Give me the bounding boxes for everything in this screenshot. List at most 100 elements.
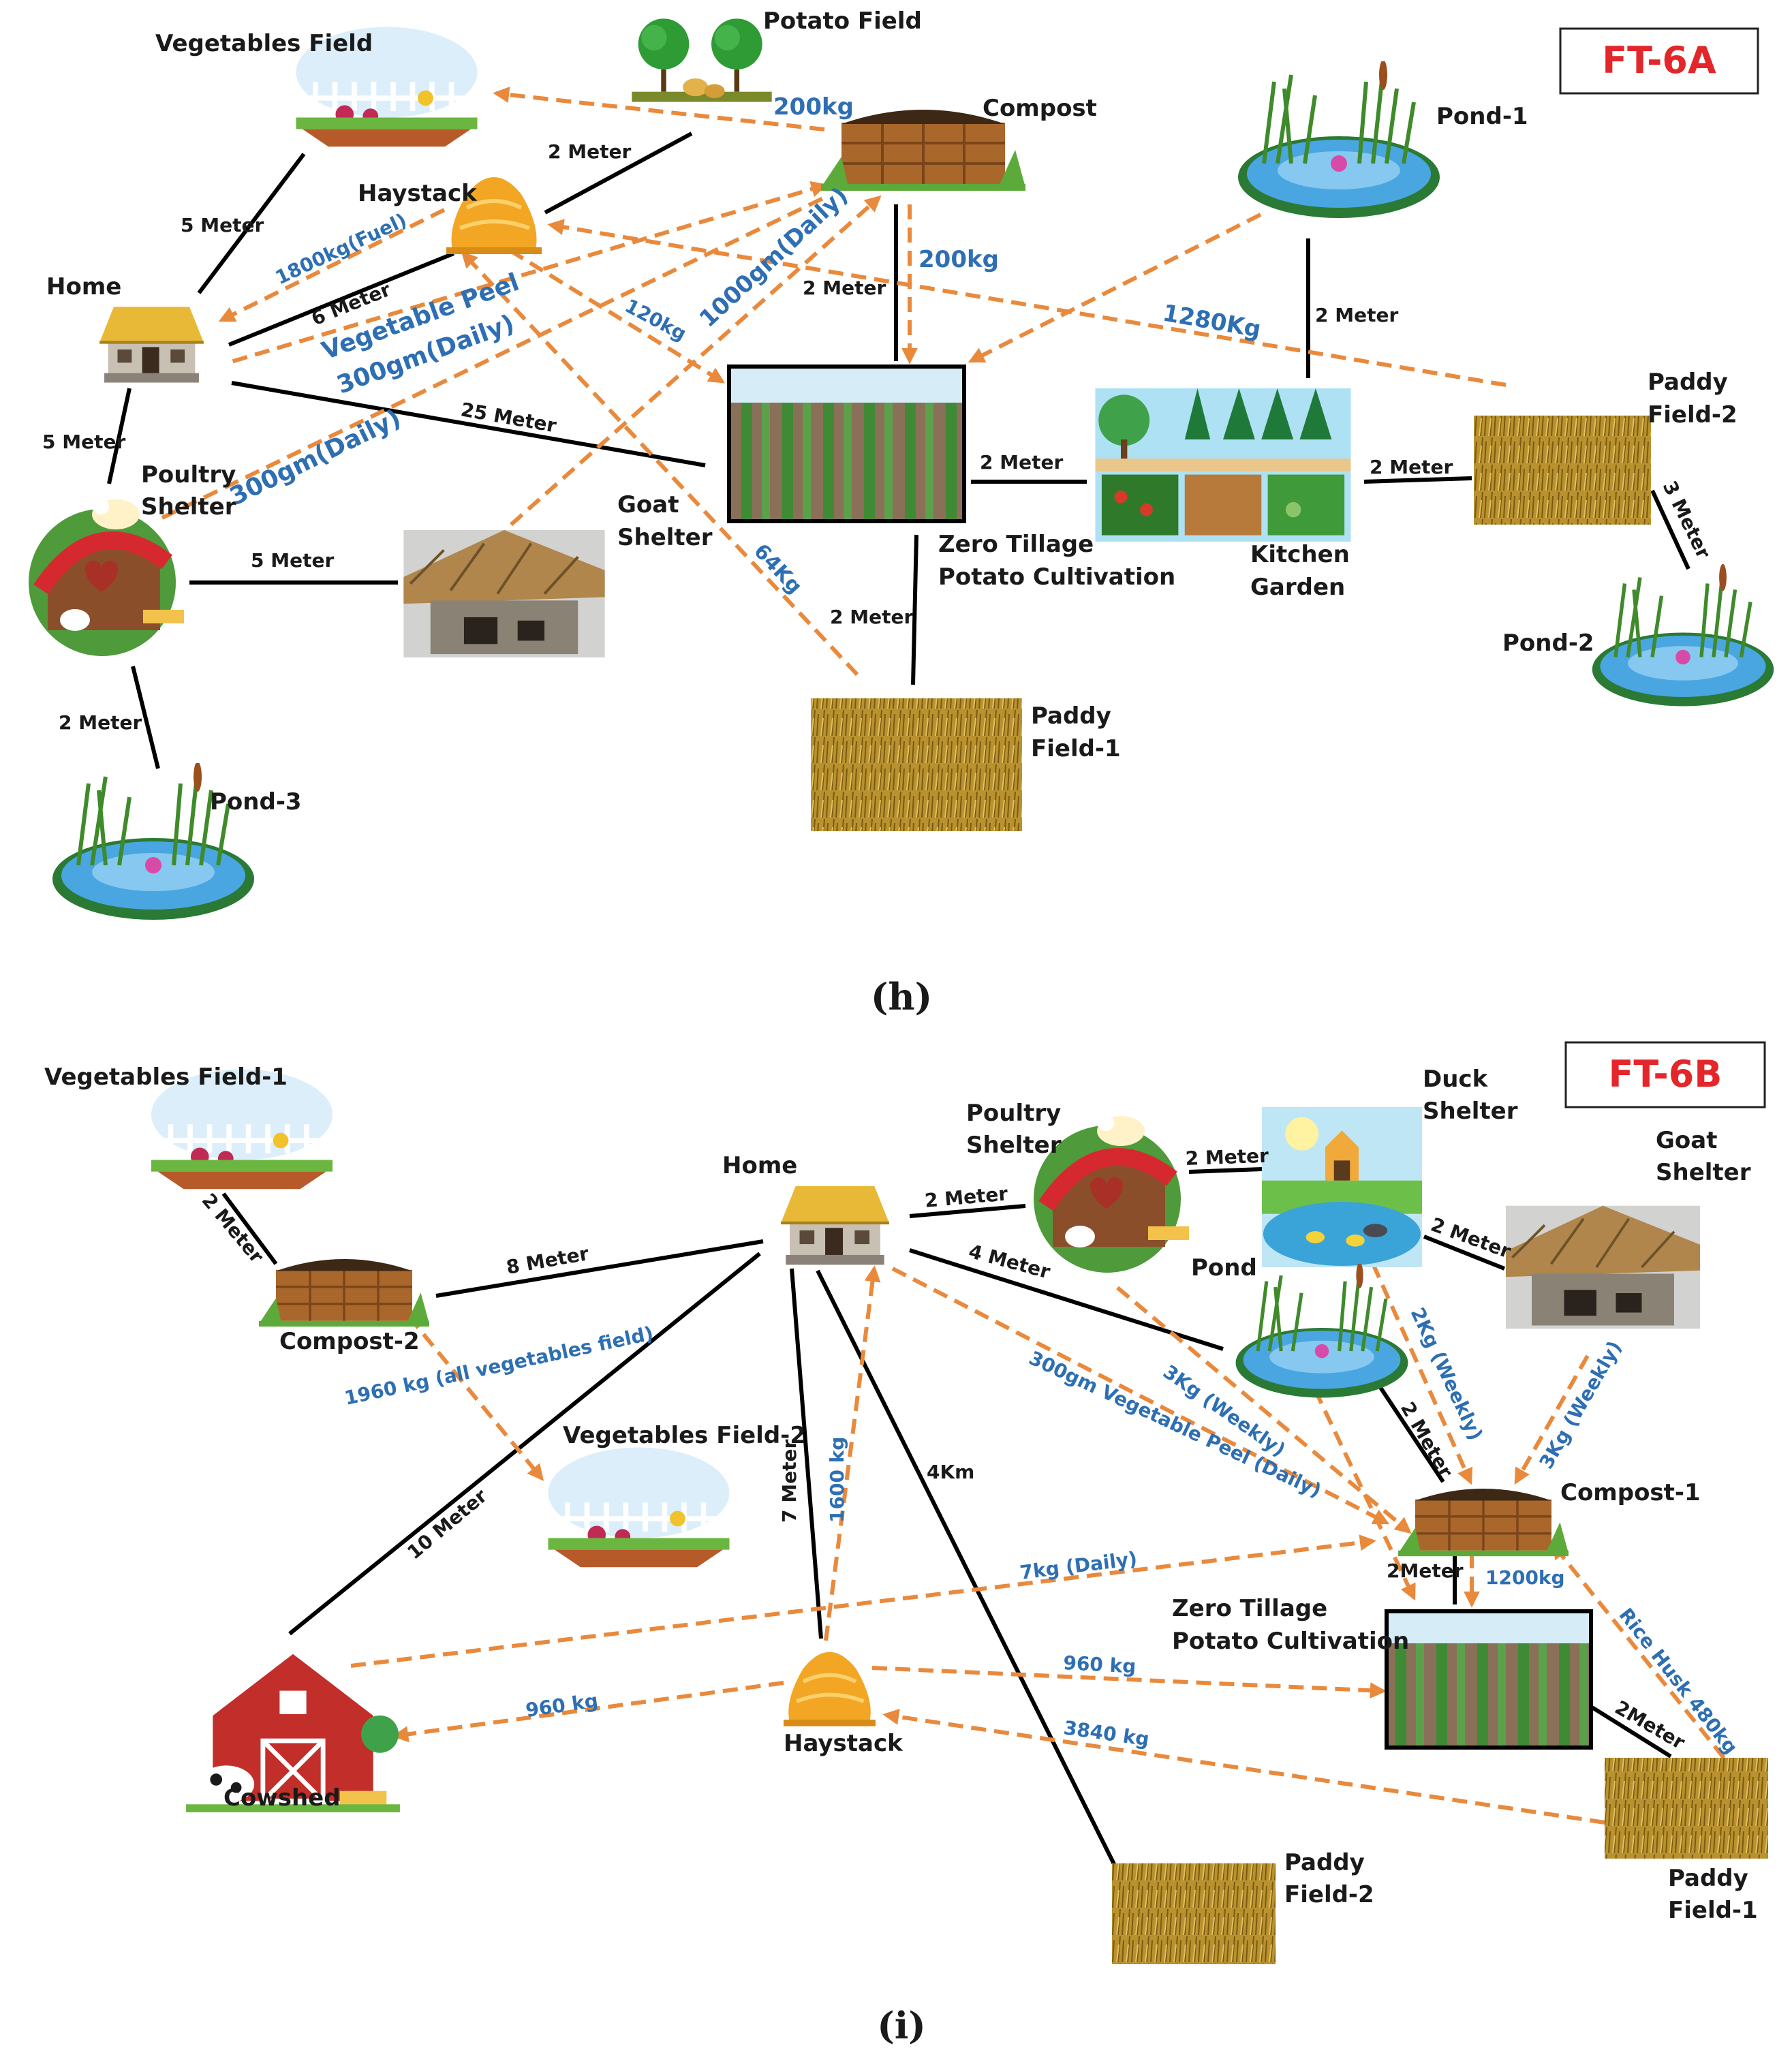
- label-paddy1-line2: Field-1: [1031, 735, 1121, 762]
- label-pond-b: Pond: [1191, 1254, 1257, 1282]
- line-home-cowshed: [288, 1252, 761, 1636]
- dist-veg1-compost2: 2 Meter: [198, 1189, 268, 1267]
- kitchen-garden-icon: [1095, 388, 1351, 542]
- panel-b: FT-6B Vegetables Field-1 Compost-2 Home …: [44, 1041, 1768, 2047]
- flow-label-goat-compost: 1000gm(Daily): [694, 182, 854, 333]
- flow-haystack-zt: [871, 1666, 1387, 1699]
- dist-home-paddy2: 4Km: [927, 1461, 974, 1483]
- flow-goat-compost: [510, 195, 882, 527]
- potato-field-icon: [632, 18, 771, 102]
- label-zt-line1: Zero Tillage: [938, 531, 1094, 558]
- dist-home-cowshed: 10 Meter: [403, 1485, 491, 1564]
- line-zt-paddy1: [1590, 1705, 1672, 1758]
- label-paddy2-line2: Field-2: [1648, 401, 1737, 429]
- flow-compost2-veg2: [407, 1315, 544, 1481]
- panel-b-node-labels: Vegetables Field-1 Compost-2 Home Poultr…: [44, 1064, 1758, 1924]
- flow-label-paddy1-haystack: 3840 kg: [1062, 1716, 1151, 1750]
- paddy-field-2-b-icon: [1112, 1863, 1276, 1964]
- flow-pond-zt: [1313, 1389, 1416, 1601]
- label-poultry-b-line2: Shelter: [966, 1132, 1062, 1159]
- flow-duck-compost1: [1371, 1262, 1473, 1485]
- line-pond-compost1: [1371, 1375, 1445, 1483]
- flow-label-haystack-home: 1800kg(Fuel): [272, 208, 410, 289]
- flow-label-haystack-zt: 120kg: [621, 294, 690, 345]
- flow-arrows-b: [350, 1262, 1726, 1825]
- label-duck-line1: Duck: [1423, 1066, 1489, 1093]
- paddy-field-2-icon: [1474, 416, 1651, 525]
- dist-home-vegfield: 5 Meter: [181, 214, 264, 236]
- line-home-poultry: [107, 388, 132, 484]
- dist-home-pond: 4 Meter: [966, 1240, 1053, 1284]
- goat-shelter-icon: [402, 530, 606, 657]
- flow-label-poultry-compost: 300gm(Daily): [226, 404, 405, 511]
- pond-2-icon: [1592, 564, 1774, 707]
- caption-h: (h): [871, 975, 932, 1019]
- label-vegetables-field-1: Vegetables Field-1: [44, 1064, 288, 1091]
- goat-shelter-b-icon: [1506, 1206, 1700, 1329]
- label-paddy2-b-line1: Paddy: [1284, 1849, 1365, 1876]
- line-poultry-pond3: [131, 666, 160, 769]
- line-home-vegfield: [197, 153, 306, 294]
- label-poultry-line2: Shelter: [141, 493, 236, 521]
- dist-pond-compost1: 2 Meter: [1396, 1398, 1457, 1482]
- dist-zt-kitchen: 2 Meter: [980, 451, 1063, 474]
- flow-goat-compost1: [1514, 1354, 1590, 1485]
- label-pond-1: Pond-1: [1436, 103, 1528, 130]
- label-paddy2-line1: Paddy: [1648, 369, 1728, 396]
- flow-poultry-compost: [161, 196, 826, 520]
- home-b-icon: [781, 1186, 889, 1265]
- dist-compost1-zt: 2Meter: [1387, 1560, 1464, 1582]
- label-kitchen-line2: Garden: [1250, 574, 1345, 601]
- haystack-b-icon: [784, 1652, 876, 1726]
- distance-lines: [107, 131, 1690, 769]
- flow-haystack-cowshed: [392, 1681, 784, 1743]
- label-compost-1: Compost-1: [1560, 1479, 1701, 1506]
- line-kitchen-paddy2: [1363, 476, 1472, 484]
- line-duck-goat: [1423, 1235, 1506, 1271]
- flow-label-haystack-home: 1600 kg: [826, 1437, 848, 1523]
- pond-b-icon: [1236, 1262, 1408, 1397]
- flow-label-goat-compost1: 3Kg (Weekly): [1534, 1337, 1626, 1472]
- flow-paddy1-haystack: [882, 1708, 1605, 1825]
- flow-label-haystack-cowshed: 960 kg: [524, 1689, 599, 1722]
- flow-label-haystack-zt: 960 kg: [1063, 1651, 1137, 1678]
- flow-poultry-compost1: [1116, 1286, 1412, 1534]
- flow-label-potato-compost: 200kg: [773, 93, 854, 121]
- line-home-haystack: [790, 1268, 823, 1639]
- flow-haystack-home: [218, 208, 446, 322]
- label-vegetables-field-2: Vegetables Field-2: [563, 1422, 806, 1449]
- label-poultry-b-line1: Poultry: [966, 1100, 1061, 1127]
- flow-haystack-zt: [489, 236, 726, 384]
- label-duck-line2: Shelter: [1423, 1098, 1518, 1125]
- label-paddy1-line1: Paddy: [1031, 702, 1111, 730]
- label-zt-b-line2: Potato Cultivation: [1172, 1628, 1409, 1655]
- label-goat-b-line1: Goat: [1656, 1127, 1717, 1154]
- line-home-haystack: [228, 251, 455, 347]
- dist-zt-paddy1: 2 Meter: [830, 606, 913, 628]
- dist-poultry-goat: 5 Meter: [251, 549, 334, 572]
- line-haystack-compost: [544, 131, 693, 215]
- flow-compost-vegfield: [493, 87, 825, 131]
- line-home-poultry: [909, 1204, 1026, 1218]
- dist-home-poultry: 5 Meter: [42, 431, 125, 453]
- dist-home-haystack-b: 7 Meter: [778, 1440, 801, 1523]
- label-home-b: Home: [722, 1152, 797, 1179]
- dist-poultry-pond3: 2 Meter: [59, 711, 142, 734]
- label-goat-line1: Goat: [617, 491, 679, 518]
- label-pond-2: Pond-2: [1502, 630, 1594, 657]
- paddy-field-1-b-icon: [1605, 1758, 1768, 1859]
- dist-haystack-compost: 2 Meter: [548, 140, 631, 163]
- label-zt-line2: Potato Cultivation: [938, 563, 1175, 591]
- flow-label-paddy2-haystack: 1280Kg: [1160, 299, 1263, 343]
- label-goat-line2: Shelter: [617, 524, 713, 551]
- label-vegetables-field: Vegetables Field: [155, 30, 373, 57]
- label-poultry-line1: Poultry: [141, 461, 236, 488]
- flow-cowshed-compost1: [350, 1534, 1376, 1668]
- label-compost: Compost: [983, 95, 1097, 122]
- compost-2-icon: [259, 1258, 429, 1327]
- panel-a: FT-6A Vegetables Field Potato Field Comp…: [29, 7, 1774, 1019]
- pond-3-icon: [52, 762, 254, 920]
- dist-compost-zt: 2 Meter: [803, 277, 886, 299]
- ft-6a-tag: FT-6A: [1602, 39, 1716, 82]
